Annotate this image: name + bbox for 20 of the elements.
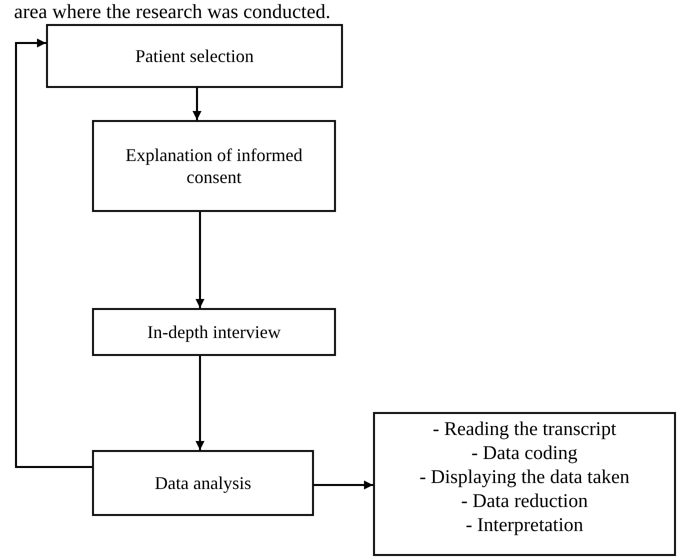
list-item: - Displaying the data taken [419,466,630,490]
text-fragment: area where the research was conducted. [14,1,330,23]
arrow [15,38,92,468]
box-text: In-depth interview [147,320,281,344]
box-text: Explanation of informed consent [124,144,304,188]
process-box [46,24,343,88]
list-item: - Reading the transcript [432,418,616,442]
arrow [192,88,202,120]
list-box [373,412,676,556]
process-box [92,450,314,516]
box-text: Data analysis [154,472,252,494]
arrow [196,212,204,308]
box-text: Patient selection [135,44,254,68]
list-item: - Interpretation [466,514,584,538]
list-item: - Data reduction [461,490,588,514]
process-box [92,308,336,356]
arrow [196,356,204,450]
arrow [314,480,373,490]
process-box [92,120,336,212]
list-item: - Data coding [471,442,578,466]
